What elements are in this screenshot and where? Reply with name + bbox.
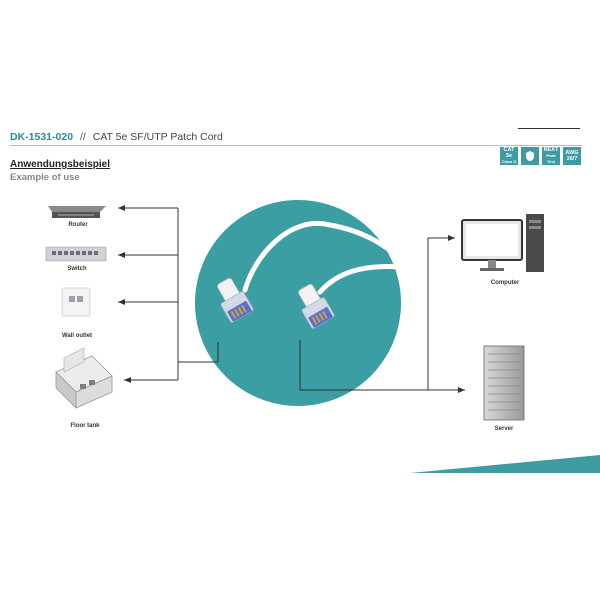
label-server: Server	[494, 426, 514, 432]
model-number: DK-1531-020	[10, 131, 74, 143]
patch-cord	[242, 221, 420, 295]
section-title-de: Anwendungsbeispiel	[10, 159, 111, 170]
header-rule	[10, 145, 582, 146]
header-separator: //	[79, 131, 86, 143]
top-rule	[518, 128, 580, 129]
floor-tank-icon	[55, 347, 113, 409]
server-icon	[483, 345, 525, 421]
section-title-en: Example of use	[10, 172, 80, 183]
label-floor-tank: Floor tank	[70, 423, 100, 429]
rj45-connector-right	[298, 284, 335, 329]
badge-awg: AWG 26/7	[563, 147, 581, 165]
router-icon	[48, 206, 106, 218]
badge-shield-icon	[521, 147, 539, 165]
product-header: DK-1531-020 // CAT 5e SF/UTP Patch Cord	[10, 131, 223, 143]
left-connection-lines	[118, 205, 219, 383]
badge-next: NEXT Peak Test	[542, 147, 560, 165]
spec-badges: CAT 5e Class D NEXT Peak Test AWG 26/7	[500, 147, 581, 165]
right-connection-lines	[299, 235, 465, 393]
switch-icon	[45, 246, 107, 262]
decor-stripe	[410, 455, 600, 473]
badge-cat5e: CAT 5e Class D	[500, 147, 518, 165]
label-wall-outlet: Wall outlet	[61, 333, 93, 339]
label-computer: Computer	[490, 280, 520, 286]
label-router: Router	[68, 222, 88, 228]
product-name: CAT 5e SF/UTP Patch Cord	[92, 131, 223, 143]
computer-icon	[461, 214, 544, 272]
wall-outlet-icon	[61, 287, 91, 317]
cable-backdrop-circle	[195, 200, 401, 406]
rj45-connector-left	[217, 278, 254, 323]
label-switch: Switch	[67, 266, 87, 272]
shield-icon	[526, 151, 534, 161]
